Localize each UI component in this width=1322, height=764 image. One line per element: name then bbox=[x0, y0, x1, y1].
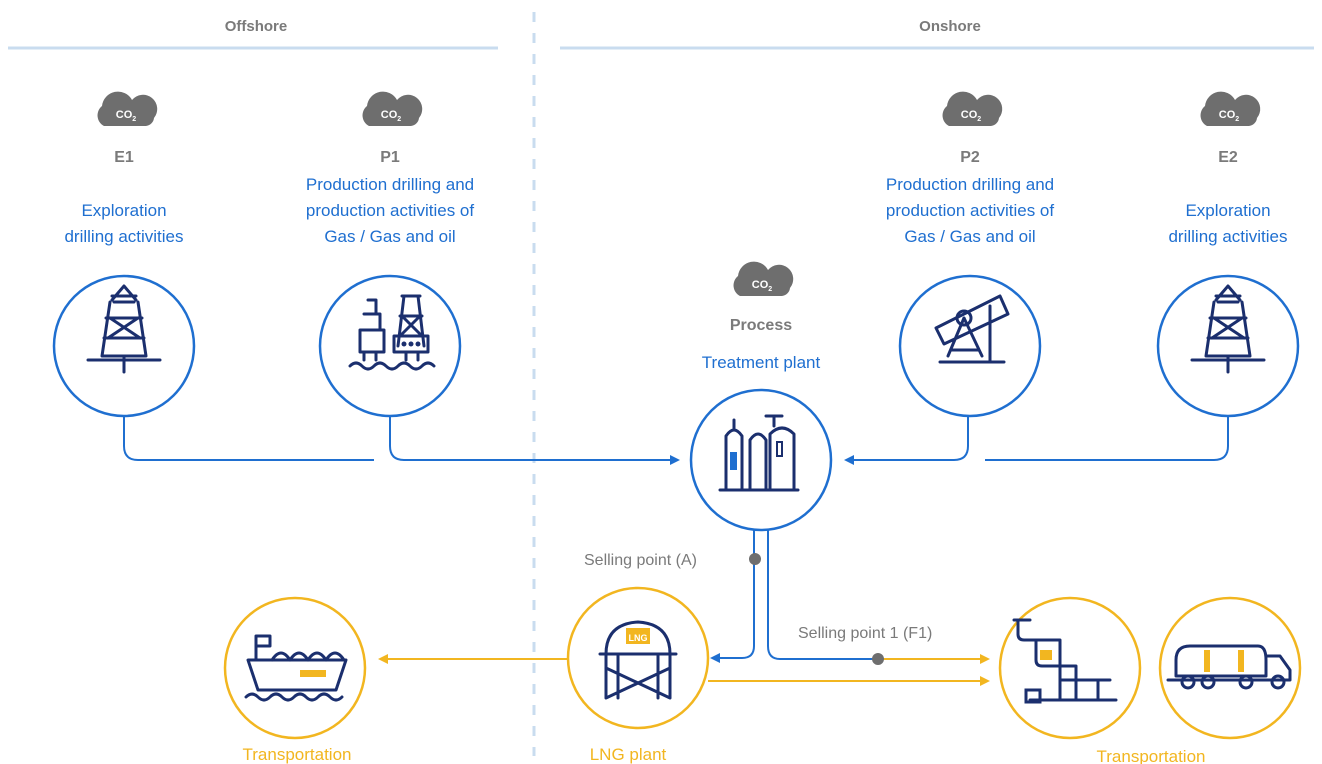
transport-left-label: Transportation bbox=[243, 745, 352, 764]
p1-node[interactable] bbox=[318, 274, 462, 418]
connector-process-to-f1 bbox=[767, 530, 878, 660]
p1-desc-line1: Production drilling and bbox=[306, 175, 474, 194]
e1-desc-line2: drilling activities bbox=[64, 227, 183, 246]
connector-e2 bbox=[985, 416, 1229, 461]
e2-desc-line1: Exploration bbox=[1185, 201, 1270, 220]
svg-text:CO2: CO2 bbox=[116, 109, 137, 123]
process-node[interactable] bbox=[689, 388, 833, 532]
co2-cloud-e1: CO2 bbox=[97, 91, 158, 126]
lng-tank-icon: LNG bbox=[598, 620, 678, 700]
treatment-plant-icon bbox=[718, 414, 800, 492]
selling-point-a-label: Selling point (A) bbox=[584, 552, 697, 569]
selling-point-a-marker bbox=[749, 553, 761, 565]
lng-tank-label: LNG bbox=[629, 633, 648, 643]
transport-ship-node[interactable] bbox=[223, 596, 367, 740]
transport-right-label: Transportation bbox=[1097, 747, 1206, 764]
p2-node[interactable] bbox=[898, 274, 1042, 418]
drilling-rig-icon-2 bbox=[1190, 284, 1266, 374]
lng-plant-label: LNG plant bbox=[590, 745, 667, 764]
co2-cloud-process: CO2 bbox=[733, 261, 794, 296]
co2-cloud-p2: CO2 bbox=[942, 91, 1003, 126]
e1-node[interactable] bbox=[52, 274, 196, 418]
offshore-platform-icon bbox=[348, 294, 436, 371]
e2-code: E2 bbox=[1218, 149, 1238, 166]
e1-desc-line1: Exploration bbox=[81, 201, 166, 220]
p2-desc-line1: Production drilling and bbox=[886, 175, 1054, 194]
lng-carrier-ship-icon bbox=[244, 634, 348, 702]
e2-desc-line2: drilling activities bbox=[1168, 227, 1287, 246]
p1-desc-line2: production activities of bbox=[306, 201, 474, 220]
co2-cloud-p1: CO2 bbox=[362, 91, 423, 126]
p2-code: P2 bbox=[960, 149, 980, 166]
transport-pipeline-node[interactable] bbox=[998, 596, 1142, 740]
connector-p2-to-process bbox=[844, 416, 969, 465]
selling-point-f1-label: Selling point 1 (F1) bbox=[798, 625, 932, 642]
offshore-title: Offshore bbox=[225, 18, 288, 35]
pumpjack-icon bbox=[934, 294, 1010, 364]
drilling-rig-icon bbox=[86, 284, 162, 374]
process-code: Process bbox=[730, 317, 792, 334]
connector-e1 bbox=[123, 416, 374, 461]
process-desc: Treatment plant bbox=[702, 353, 821, 372]
connector-process-to-lng bbox=[710, 530, 755, 663]
transport-truck-node[interactable] bbox=[1158, 596, 1302, 740]
onshore-title: Onshore bbox=[919, 18, 981, 35]
p1-desc-line3: Gas / Gas and oil bbox=[324, 227, 455, 246]
p1-code: P1 bbox=[380, 149, 400, 166]
co2-cloud-e2: CO2 bbox=[1200, 91, 1261, 126]
svg-text:CO2: CO2 bbox=[381, 109, 402, 123]
tanker-truck-icon bbox=[1166, 644, 1292, 690]
p2-desc-line2: production activities of bbox=[886, 201, 1054, 220]
p2-desc-line3: Gas / Gas and oil bbox=[904, 227, 1035, 246]
svg-text:CO2: CO2 bbox=[1219, 109, 1240, 123]
lng-plant-node[interactable]: LNG bbox=[566, 586, 710, 730]
pipeline-valve-icon bbox=[1012, 618, 1118, 704]
svg-text:CO2: CO2 bbox=[752, 279, 773, 293]
svg-text:CO2: CO2 bbox=[961, 109, 982, 123]
connector-p1-to-process bbox=[389, 416, 680, 465]
e2-node[interactable] bbox=[1156, 274, 1300, 418]
e1-code: E1 bbox=[114, 149, 134, 166]
selling-point-f1-marker bbox=[872, 653, 884, 665]
